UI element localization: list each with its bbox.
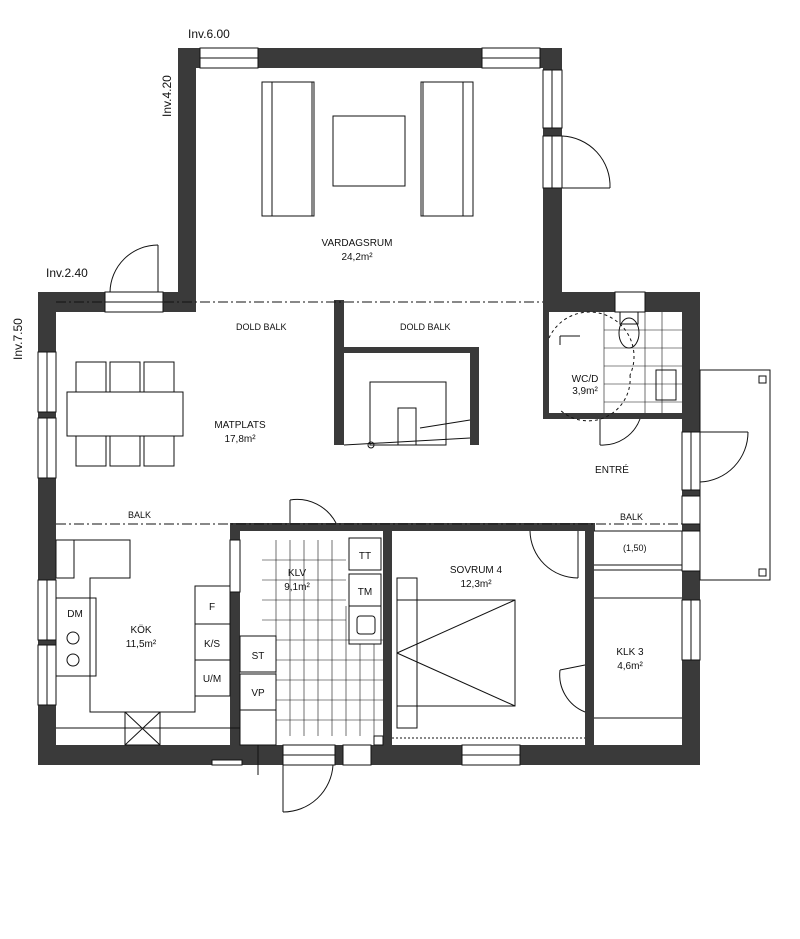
fixture-label-tt: TT xyxy=(359,551,371,562)
room-area-kok: 11,5m² xyxy=(126,639,157,650)
klv-floor-grid xyxy=(262,540,383,736)
room-name-wc: WC/D xyxy=(572,374,599,385)
fixture-label-ks: K/S xyxy=(204,639,220,650)
elevation-label-inv-750: Inv.7.50 xyxy=(11,318,25,360)
room-name-vardagsrum: VARDAGSRUM xyxy=(322,238,393,249)
room-area-vardagsrum: 24,2m² xyxy=(341,252,373,263)
room-name-kok: KÖK xyxy=(130,624,151,636)
door-swings xyxy=(109,135,749,813)
room-name-klk: KLK 3 xyxy=(616,647,644,658)
closet-shelves xyxy=(594,597,682,719)
wc-tiles xyxy=(603,312,682,413)
beam-lines xyxy=(56,301,682,525)
fixture-label-vp: VP xyxy=(251,688,265,699)
room-name-klv: KLV xyxy=(288,568,306,579)
elevation-label-inv-240: Inv.2.40 xyxy=(46,266,88,280)
fixture-label-um: U/M xyxy=(203,674,221,685)
interior-walls xyxy=(230,296,682,745)
room-name-entre: ENTRÉ xyxy=(595,463,629,476)
dimension-label-150: (1,50) xyxy=(623,543,647,553)
kitchen-fixtures xyxy=(55,539,241,746)
fixture-label-tm: TM xyxy=(358,587,372,598)
room-area-klv: 9,1m² xyxy=(284,582,310,593)
room-name-sovrum: SOVRUM 4 xyxy=(450,565,503,576)
fixture-label-f: F xyxy=(209,602,215,613)
beam-label-dold-balk-1: DOLD BALK xyxy=(236,322,287,332)
elevation-label-inv-420: Inv.4.20 xyxy=(160,75,174,117)
room-area-wc: 3,9m² xyxy=(572,386,598,397)
room-area-sovrum: 12,3m² xyxy=(460,579,492,590)
window-glazing xyxy=(46,57,692,756)
elevation-label-inv-600: Inv.6.00 xyxy=(188,27,230,41)
stair xyxy=(343,381,471,449)
beam-label-dold-balk-2: DOLD BALK xyxy=(400,322,451,332)
dining-set xyxy=(66,361,184,467)
beam-label-balk-right: BALK xyxy=(620,512,643,522)
room-area-klk: 4,6m² xyxy=(617,661,643,672)
room-name-matplats: MATPLATS xyxy=(214,420,266,431)
fixture-label-st: ST xyxy=(252,651,265,662)
bed xyxy=(392,577,585,739)
wc-fixtures xyxy=(548,311,677,422)
beam-label-balk-left: BALK xyxy=(128,510,151,520)
entrance-canopy xyxy=(594,369,771,581)
fixture-label-dm: DM xyxy=(67,609,83,620)
laundry-fixtures xyxy=(239,537,384,746)
room-area-matplats: 17,8m² xyxy=(224,434,256,445)
living-room-furniture xyxy=(261,81,474,217)
